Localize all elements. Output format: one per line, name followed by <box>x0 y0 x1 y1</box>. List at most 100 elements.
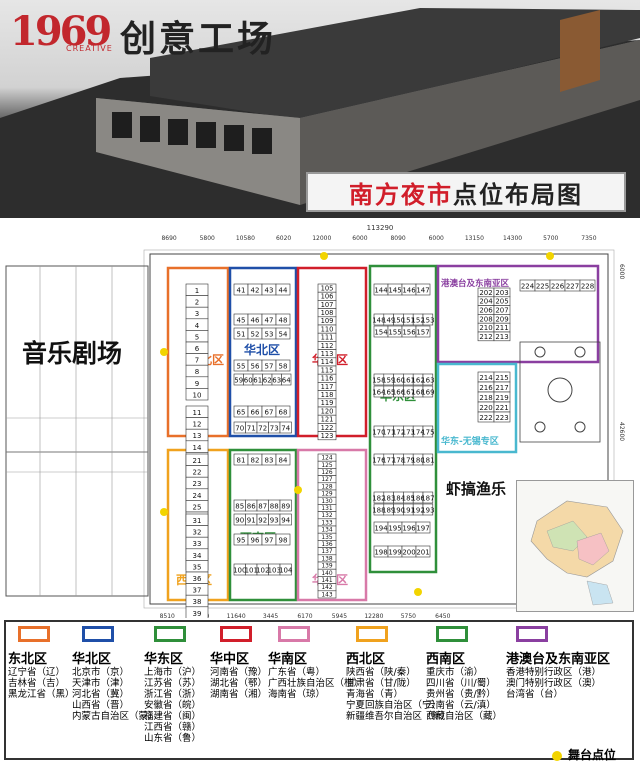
legend-title: 华北区 <box>72 652 112 667</box>
legend-province: 海南省（琼） <box>268 689 326 700</box>
booth-cell <box>279 513 292 526</box>
booth-cell <box>275 313 291 326</box>
booth-number: 228 <box>581 283 594 291</box>
booth-number: 206 <box>479 306 493 314</box>
legend-province: 澳门特别行政区（澳） <box>506 678 602 689</box>
logo-number: 1969 <box>10 8 112 55</box>
zone-gangao-box <box>436 264 600 364</box>
legend-swatch <box>278 626 310 642</box>
legend-item: 华南区广东省（粤）广西壮族自治区（桂）海南省（琼） <box>268 626 363 700</box>
booth-number: 214 <box>479 374 493 382</box>
booth-number: 178 <box>392 457 405 465</box>
booth-number: 58 <box>279 363 288 371</box>
booth-number: 127 <box>321 477 332 483</box>
legend: 东北区辽宁省（辽）吉林省（吉）黑龙江省（黑）华北区北京市（京）天津市（津）河北省… <box>4 620 634 762</box>
booth-number: 34 <box>193 552 202 560</box>
booth-number: 46 <box>251 317 260 325</box>
booth-number: 71 <box>247 425 256 433</box>
booth-number: 13 <box>193 432 202 440</box>
booth-number: 157 <box>416 329 429 337</box>
booth-cell <box>275 405 291 418</box>
dimension-label: 5700 <box>543 235 558 242</box>
legend-province: 江西省（赣） <box>144 722 202 733</box>
booth-number: 177 <box>382 457 395 465</box>
legend-province: 吉林省（吉） <box>8 678 66 689</box>
booth-number: 102 <box>256 567 269 575</box>
dim-total: 113290 <box>367 224 394 232</box>
booth-number: 215 <box>495 374 508 382</box>
booth-number: 38 <box>193 598 202 606</box>
booth-number: 72 <box>258 425 267 433</box>
booth-number: 116 <box>321 375 334 383</box>
booth-cell <box>279 421 292 434</box>
booth-number: 144 <box>374 287 388 295</box>
legend-province: 重庆市（渝） <box>426 667 484 678</box>
booth-number: 218 <box>479 394 492 402</box>
booth-number: 205 <box>495 298 508 306</box>
booth-number: 168 <box>411 389 424 397</box>
dimension-label: 3445 <box>263 613 278 618</box>
booth-number: 66 <box>251 409 260 417</box>
booth-number: 223 <box>495 414 508 422</box>
booth-number: 191 <box>402 507 415 515</box>
booth-number: 111 <box>321 334 334 342</box>
booth-number: 73 <box>270 425 279 433</box>
booth-number: 135 <box>321 535 332 541</box>
booth-number: 11 <box>193 409 202 417</box>
legend-item: 西北区陕西省（陕/秦）甘肃省（甘/陇）青海省（青）宁夏回族自治区（宁）新疆维吾尔… <box>346 626 451 722</box>
booth-number: 143 <box>321 592 332 598</box>
dimension-label: 6000 <box>618 264 625 279</box>
booth-number: 3 <box>195 310 199 318</box>
booth-number: 83 <box>265 457 274 465</box>
booth-number: 188 <box>372 507 385 515</box>
legend-province: 湖南省（湘） <box>210 689 268 700</box>
booth-number: 12 <box>193 421 202 429</box>
booth-number: 6 <box>195 345 200 353</box>
dimension-label: 5800 <box>200 235 215 242</box>
legend-province: 广东省（粤） <box>268 667 326 678</box>
booth-number: 92 <box>258 517 267 525</box>
booth-number: 219 <box>495 394 508 402</box>
booth-number: 208 <box>479 315 492 323</box>
booth-number: 9 <box>195 380 199 388</box>
booth-number: 154 <box>374 329 388 337</box>
dimension-label: 6170 <box>297 613 312 618</box>
booth-number: 216 <box>479 384 493 392</box>
booth-number: 14 <box>193 444 202 452</box>
china-map <box>530 500 624 606</box>
booth-cell <box>275 283 291 296</box>
booth-number: 167 <box>402 389 415 397</box>
legend-province: 广西壮族自治区（桂） <box>268 678 364 689</box>
zone-xinan-box <box>228 448 298 602</box>
legend-province: 黑龙江省（黑） <box>8 689 75 700</box>
booth-number: 47 <box>265 317 274 325</box>
dimension-label: 12280 <box>364 613 383 618</box>
booth-cell <box>415 325 431 338</box>
legend-province: 陕西省（陕/秦） <box>346 667 416 678</box>
booth-number: 64 <box>282 377 291 385</box>
booth-number: 41 <box>237 287 246 295</box>
booth-number: 158 <box>372 377 385 385</box>
booth-cell <box>317 590 337 599</box>
booth-number: 42 <box>251 287 260 295</box>
booth-cell <box>422 425 434 438</box>
booth-number: 137 <box>321 549 332 555</box>
booth-number: 124 <box>321 456 332 462</box>
building-outer <box>143 249 615 609</box>
booth-number: 8 <box>195 368 199 376</box>
booth-number: 67 <box>265 409 274 417</box>
booth-number: 110 <box>321 325 334 333</box>
booth-number: 221 <box>495 404 508 412</box>
booth-number: 226 <box>551 283 565 291</box>
legend-title: 港澳台及东南亚区 <box>506 652 611 667</box>
booth-number: 162 <box>411 377 424 385</box>
booth-number: 173 <box>402 429 415 437</box>
booth-cell <box>579 279 596 292</box>
booth-number: 166 <box>392 389 406 397</box>
legend-title: 西南区 <box>426 652 466 667</box>
stage-dot-icon <box>552 750 562 761</box>
dimension-label: 6000 <box>429 235 444 242</box>
booth-number: 196 <box>402 525 416 533</box>
building-outline <box>149 253 609 605</box>
legend-province: 山西省（晋） <box>72 700 130 711</box>
